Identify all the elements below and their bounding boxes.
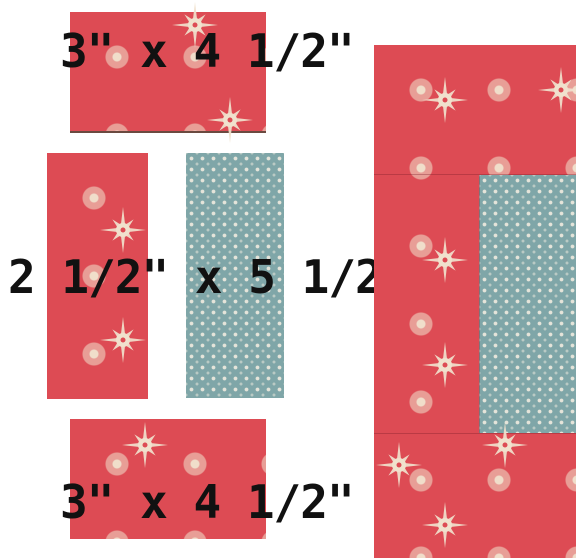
star-burst-icon — [98, 205, 148, 255]
star-burst-icon — [374, 440, 424, 490]
top-piece-size-label: 3" x 4 1/2" — [60, 28, 354, 74]
star-burst-icon — [420, 340, 470, 390]
bottom-piece-size-label: 3" x 4 1/2" — [60, 479, 354, 525]
star-burst-icon — [120, 420, 170, 470]
star-burst-icon — [98, 315, 148, 365]
block-center-seam — [479, 175, 480, 433]
strip-size-label: 2 1/2" x 5 1/2" — [8, 254, 408, 300]
assembled-center-strip — [479, 175, 576, 433]
block-top-seam — [374, 174, 576, 175]
star-burst-icon — [536, 65, 576, 115]
star-burst-icon — [420, 500, 470, 550]
star-burst-icon — [420, 235, 470, 285]
star-burst-icon — [205, 95, 255, 145]
star-burst-icon — [480, 420, 530, 470]
block-bottom-seam — [374, 433, 576, 434]
star-burst-icon — [420, 75, 470, 125]
